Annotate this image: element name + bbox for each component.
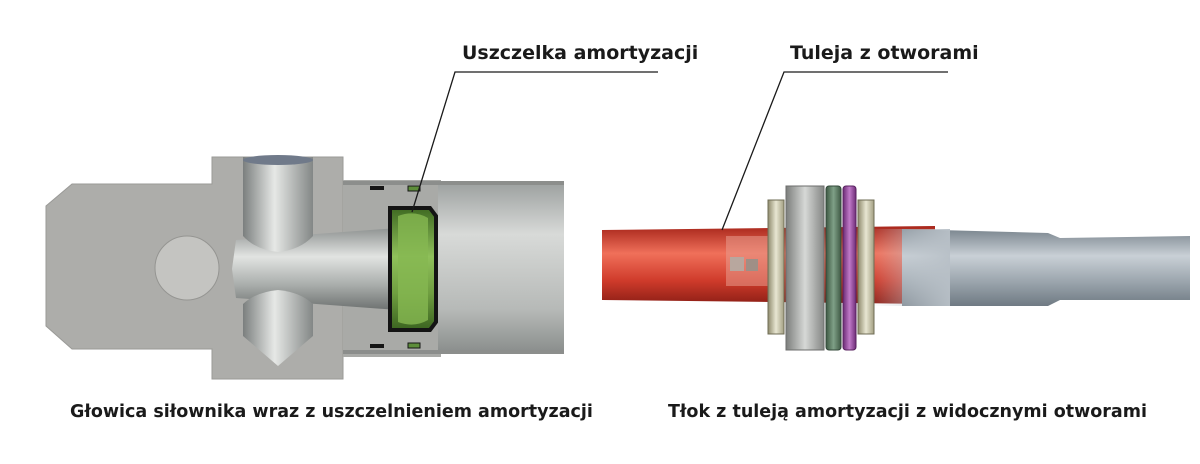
ring-grey [785,185,825,351]
sleeve-callout-label: Tuleja z otworami [790,42,979,64]
piston-rod [902,229,1190,306]
sleeve-leader-line [721,71,948,231]
left-caption: Głowica siłownika wraz z uszczelnieniem … [70,402,593,422]
piston-illustration [602,185,1190,351]
cushion-seal-lip [398,213,428,325]
seal-ring-top [407,185,421,192]
port-lower [243,290,313,366]
seal-mark-bottom [370,344,384,348]
ring-brass-right [857,199,875,335]
port-opening [243,155,313,165]
seal-ring-bottom [407,342,421,349]
seal-leader-line [411,71,658,213]
seal-mark-top [370,186,384,190]
seal-callout-label: Uszczelka amortyzacji [462,42,699,64]
cylinder-top-edge [343,181,564,185]
cylinder-bottom-edge [343,350,564,354]
ring-green [825,185,842,351]
cylinder-head-illustration [45,155,564,380]
right-caption: Tłok z tuleją amortyzacji z widocznymi o… [668,402,1147,422]
sleeve-hole-1 [730,257,744,271]
rod-fade [870,229,950,306]
port-upper [243,157,313,252]
cylinder-tube [438,184,564,352]
ring-purple [842,185,857,351]
ring-brass-left [767,199,785,335]
leader-lines [411,71,948,231]
sleeve-hole-2 [746,259,758,271]
mounting-hole [154,235,220,301]
